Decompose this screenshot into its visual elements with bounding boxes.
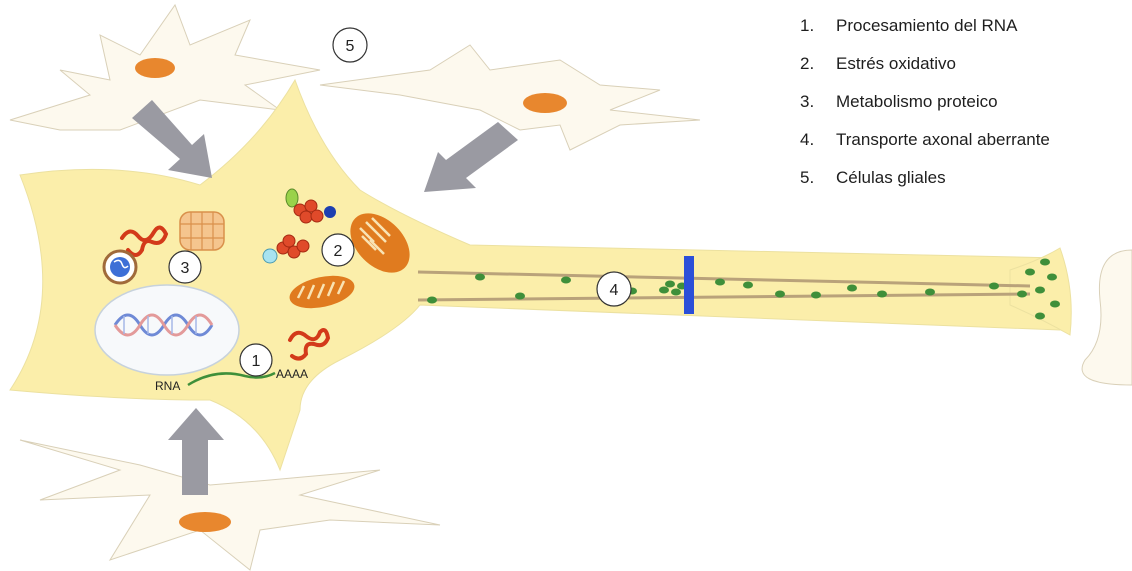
legend-text: Transporte axonal aberrante	[836, 130, 1050, 150]
glia-arrow-top-right	[424, 122, 518, 192]
legend-number: 1.	[800, 16, 836, 36]
glia-nucleus	[135, 58, 175, 78]
legend-text: Células gliales	[836, 168, 946, 188]
svg-text:2: 2	[334, 243, 343, 260]
vesicle	[1050, 301, 1060, 308]
vesicle	[1047, 274, 1057, 281]
vesicle	[877, 291, 887, 298]
legend-item: 3.Metabolismo proteico	[800, 92, 1050, 130]
vesicle	[671, 289, 681, 296]
vesicle	[475, 274, 485, 281]
vesicle	[989, 283, 999, 290]
vesicle	[561, 277, 571, 284]
legend-number: 3.	[800, 92, 836, 112]
axonal-block	[684, 256, 694, 314]
legend-text: Procesamiento del RNA	[836, 16, 1017, 36]
vesicle	[1017, 291, 1027, 298]
vesicle	[1035, 313, 1045, 320]
neighbor-cell-edge	[1082, 250, 1132, 385]
legend-item: 1.Procesamiento del RNA	[800, 16, 1050, 54]
legend: 1.Procesamiento del RNA 2.Estrés oxidati…	[800, 16, 1050, 206]
glia-arrow-top-left	[132, 100, 212, 178]
vesicle	[743, 282, 753, 289]
autophagosome-icon	[104, 251, 136, 283]
vesicle	[925, 289, 935, 296]
vesicle	[659, 287, 669, 294]
proteasome-icon	[180, 212, 224, 250]
glia-nucleus	[523, 93, 567, 113]
legend-text: Estrés oxidativo	[836, 54, 956, 74]
rna-label: RNA	[155, 379, 180, 393]
legend-number: 4.	[800, 130, 836, 150]
poly-a-label: AAAA	[276, 367, 308, 381]
marker-5: 5	[333, 28, 367, 62]
svg-text:3: 3	[181, 260, 190, 277]
svg-text:4: 4	[610, 282, 619, 299]
svg-text:5: 5	[346, 38, 355, 55]
vesicle	[1025, 269, 1035, 276]
vesicle	[1035, 287, 1045, 294]
vesicle	[427, 297, 437, 304]
vesicle	[715, 279, 725, 286]
vesicle	[665, 281, 675, 288]
vesicle	[811, 292, 821, 299]
glia-nucleus	[179, 512, 231, 532]
legend-item: 5.Células gliales	[800, 168, 1050, 206]
glial-cell-top-left	[10, 5, 320, 130]
vesicle	[847, 285, 857, 292]
legend-number: 5.	[800, 168, 836, 188]
legend-item: 2.Estrés oxidativo	[800, 54, 1050, 92]
marker-2: 2	[322, 234, 354, 266]
vesicle	[1040, 259, 1050, 266]
legend-number: 2.	[800, 54, 836, 74]
svg-text:1: 1	[252, 353, 261, 370]
marker-3: 3	[169, 251, 201, 283]
vesicle	[515, 293, 525, 300]
marker-4: 4	[597, 272, 631, 306]
legend-text: Metabolismo proteico	[836, 92, 998, 112]
legend-item: 4.Transporte axonal aberrante	[800, 130, 1050, 168]
marker-1: 1	[240, 344, 272, 376]
vesicle	[775, 291, 785, 298]
glial-cell-bottom	[20, 440, 440, 570]
